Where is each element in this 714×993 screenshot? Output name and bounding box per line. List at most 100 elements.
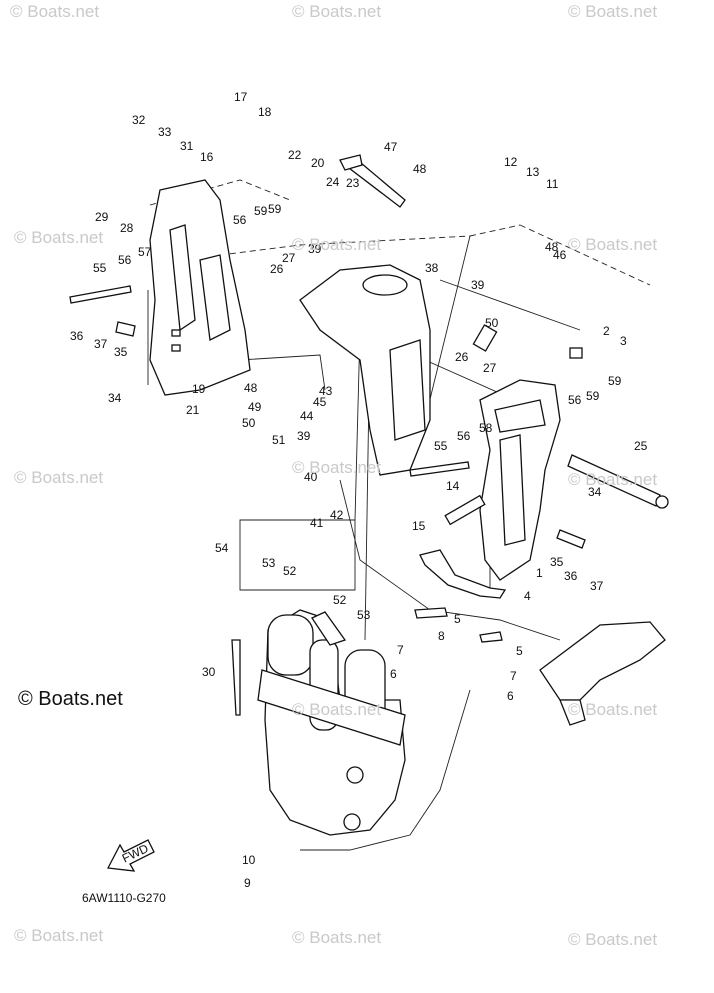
- callout-39: 39: [471, 278, 485, 292]
- callout-56: 56: [118, 253, 132, 267]
- callout-34: 34: [588, 485, 602, 499]
- callout-59: 59: [268, 202, 282, 216]
- watermark: © Boats.net: [568, 470, 658, 489]
- callout-36: 36: [70, 329, 84, 343]
- callout-12: 12: [504, 155, 518, 169]
- callout-20: 20: [311, 156, 325, 170]
- left-clamp-bracket: [149, 179, 251, 396]
- callout-59: 59: [254, 204, 268, 218]
- callout-27: 27: [282, 251, 296, 265]
- callout-34: 34: [108, 391, 122, 405]
- steering-shaft: [339, 154, 406, 208]
- callout-15: 15: [412, 519, 426, 533]
- tilt-tube: [567, 454, 669, 509]
- callout-23: 23: [346, 176, 360, 190]
- callout-42: 42: [330, 508, 344, 522]
- callout-13: 13: [526, 165, 540, 179]
- swivel-bracket: [299, 264, 431, 476]
- callout-48: 48: [244, 381, 258, 395]
- callout-40: 40: [304, 470, 318, 484]
- callout-7: 7: [510, 669, 517, 683]
- fwd-arrow-icon: FWD: [106, 839, 155, 872]
- callout-56: 56: [568, 393, 582, 407]
- callout-53: 53: [262, 556, 276, 570]
- callout-45: 45: [313, 395, 327, 409]
- callout-31: 31: [180, 139, 194, 153]
- watermark: © Boats.net: [292, 928, 382, 947]
- callout-10: 10: [242, 853, 256, 867]
- callout-36: 36: [564, 569, 578, 583]
- callout-17: 17: [234, 90, 248, 104]
- watermark: © Boats.net: [292, 458, 382, 477]
- lower-unit: [539, 621, 666, 726]
- callout-48: 48: [413, 162, 427, 176]
- callout-26: 26: [270, 262, 284, 276]
- callout-44: 44: [300, 409, 314, 423]
- callout-5: 5: [454, 612, 461, 626]
- callout-37: 37: [94, 337, 108, 351]
- callout-52: 52: [333, 593, 347, 607]
- callout-16: 16: [200, 150, 214, 164]
- callout-3: 3: [620, 334, 627, 348]
- watermark: © Boats.net: [568, 930, 658, 949]
- callout-5: 5: [516, 644, 523, 658]
- bolts: [69, 285, 586, 549]
- callout-51: 51: [272, 433, 286, 447]
- callout-19: 19: [192, 382, 206, 396]
- callout-38: 38: [425, 261, 439, 275]
- watermark: © Boats.net: [292, 700, 382, 719]
- callout-48: 48: [545, 240, 559, 254]
- callout-54: 54: [215, 541, 229, 555]
- callout-58: 58: [479, 421, 493, 435]
- callout-59: 59: [586, 389, 600, 403]
- callout-8: 8: [438, 629, 445, 643]
- watermark: © Boats.net: [10, 2, 100, 21]
- callout-41: 41: [310, 516, 324, 530]
- callout-6: 6: [390, 667, 397, 681]
- watermark: © Boats.net: [568, 2, 658, 21]
- callout-37: 37: [590, 579, 604, 593]
- callout-28: 28: [120, 221, 134, 235]
- callout-35: 35: [550, 555, 564, 569]
- cable-tie: [231, 639, 241, 716]
- callout-30: 30: [202, 665, 216, 679]
- watermark: © Boats.net: [292, 2, 382, 21]
- callout-4: 4: [524, 589, 531, 603]
- diagram-part-code: 6AW1110-G270: [82, 891, 166, 905]
- callout-56: 56: [457, 429, 471, 443]
- callout-39: 39: [308, 242, 322, 256]
- callout-59: 59: [608, 374, 622, 388]
- callout-6: 6: [507, 689, 514, 703]
- callout-57: 57: [138, 245, 152, 259]
- watermark: © Boats.net: [568, 700, 658, 719]
- stay-brackets: [414, 494, 507, 643]
- callout-29: 29: [95, 210, 109, 224]
- callout-33: 33: [158, 125, 172, 139]
- power-trim-tilt-unit: [257, 609, 406, 836]
- callout-47: 47: [384, 140, 398, 154]
- watermark: © Boats.net: [14, 228, 104, 247]
- brand-mark: © Boats.net: [18, 688, 123, 710]
- callout-21: 21: [186, 403, 200, 417]
- callout-55: 55: [434, 439, 448, 453]
- watermark: © Boats.net: [14, 468, 104, 487]
- right-clamp-bracket: [479, 379, 561, 581]
- callout-25: 25: [634, 439, 648, 453]
- callout-2: 2: [603, 324, 610, 338]
- watermark: © Boats.net: [14, 926, 104, 945]
- callout-26: 26: [455, 350, 469, 364]
- callout-43: 43: [319, 384, 333, 398]
- callout-52: 52: [283, 564, 297, 578]
- callout-46: 46: [553, 248, 567, 262]
- callout-7: 7: [397, 643, 404, 657]
- watermark: © Boats.net: [568, 235, 658, 254]
- callout-27: 27: [483, 361, 497, 375]
- callout-32: 32: [132, 113, 146, 127]
- callout-35: 35: [114, 345, 128, 359]
- watermark: © Boats.net: [292, 235, 382, 254]
- callout-1: 1: [536, 566, 543, 580]
- callout-56: 56: [233, 213, 247, 227]
